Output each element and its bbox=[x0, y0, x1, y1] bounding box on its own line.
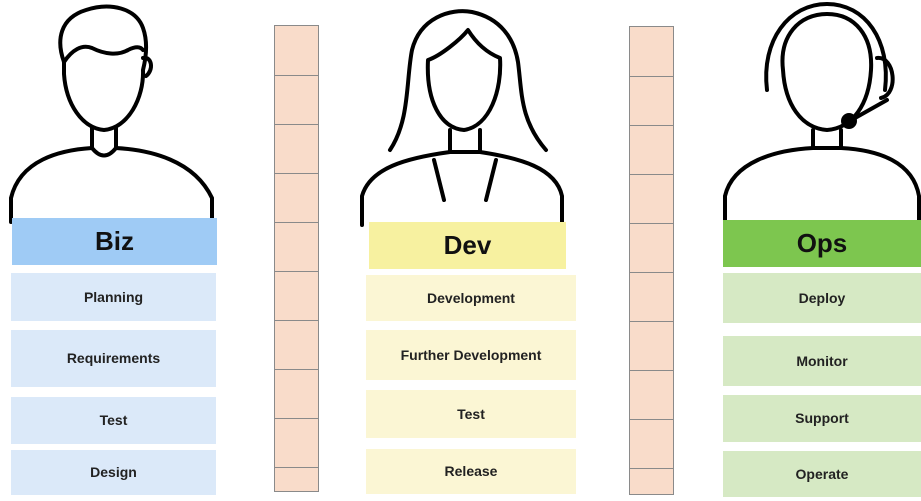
wall-brick-line bbox=[275, 369, 318, 370]
ops-task-support: Support bbox=[723, 395, 921, 442]
ops-task-monitor: Monitor bbox=[723, 336, 921, 386]
biz-task-test: Test bbox=[11, 397, 216, 444]
wall-brick-line bbox=[275, 271, 318, 272]
woman-icon bbox=[350, 0, 590, 230]
ops-task-operate: Operate bbox=[723, 451, 921, 497]
wall-brick-line bbox=[630, 321, 673, 322]
ops-title: Ops bbox=[723, 220, 921, 267]
ops-task-deploy: Deploy bbox=[723, 273, 921, 323]
man-icon bbox=[0, 0, 230, 230]
brick-wall-left bbox=[274, 25, 319, 492]
wall-brick-line bbox=[630, 468, 673, 469]
wall-brick-line bbox=[275, 320, 318, 321]
biz-task-design: Design bbox=[11, 450, 216, 495]
wall-brick-line bbox=[275, 75, 318, 76]
dev-task-release: Release bbox=[366, 449, 576, 494]
dev-title: Dev bbox=[369, 222, 566, 269]
wall-brick-line bbox=[275, 173, 318, 174]
biz-title: Biz bbox=[12, 218, 217, 265]
biz-task-requirements: Requirements bbox=[11, 330, 216, 387]
headset-operator-icon bbox=[715, 0, 921, 230]
wall-brick-line bbox=[630, 370, 673, 371]
dev-task-further-development: Further Development bbox=[366, 330, 576, 380]
wall-brick-line bbox=[275, 222, 318, 223]
wall-brick-line bbox=[630, 272, 673, 273]
wall-brick-line bbox=[275, 418, 318, 419]
wall-brick-line bbox=[630, 223, 673, 224]
dev-task-test: Test bbox=[366, 390, 576, 438]
wall-brick-line bbox=[630, 174, 673, 175]
wall-brick-line bbox=[275, 124, 318, 125]
brick-wall-right bbox=[629, 26, 674, 495]
wall-brick-line bbox=[275, 467, 318, 468]
wall-brick-line bbox=[630, 76, 673, 77]
dev-task-development: Development bbox=[366, 275, 576, 321]
wall-brick-line bbox=[630, 125, 673, 126]
wall-brick-line bbox=[630, 419, 673, 420]
biz-task-planning: Planning bbox=[11, 273, 216, 321]
